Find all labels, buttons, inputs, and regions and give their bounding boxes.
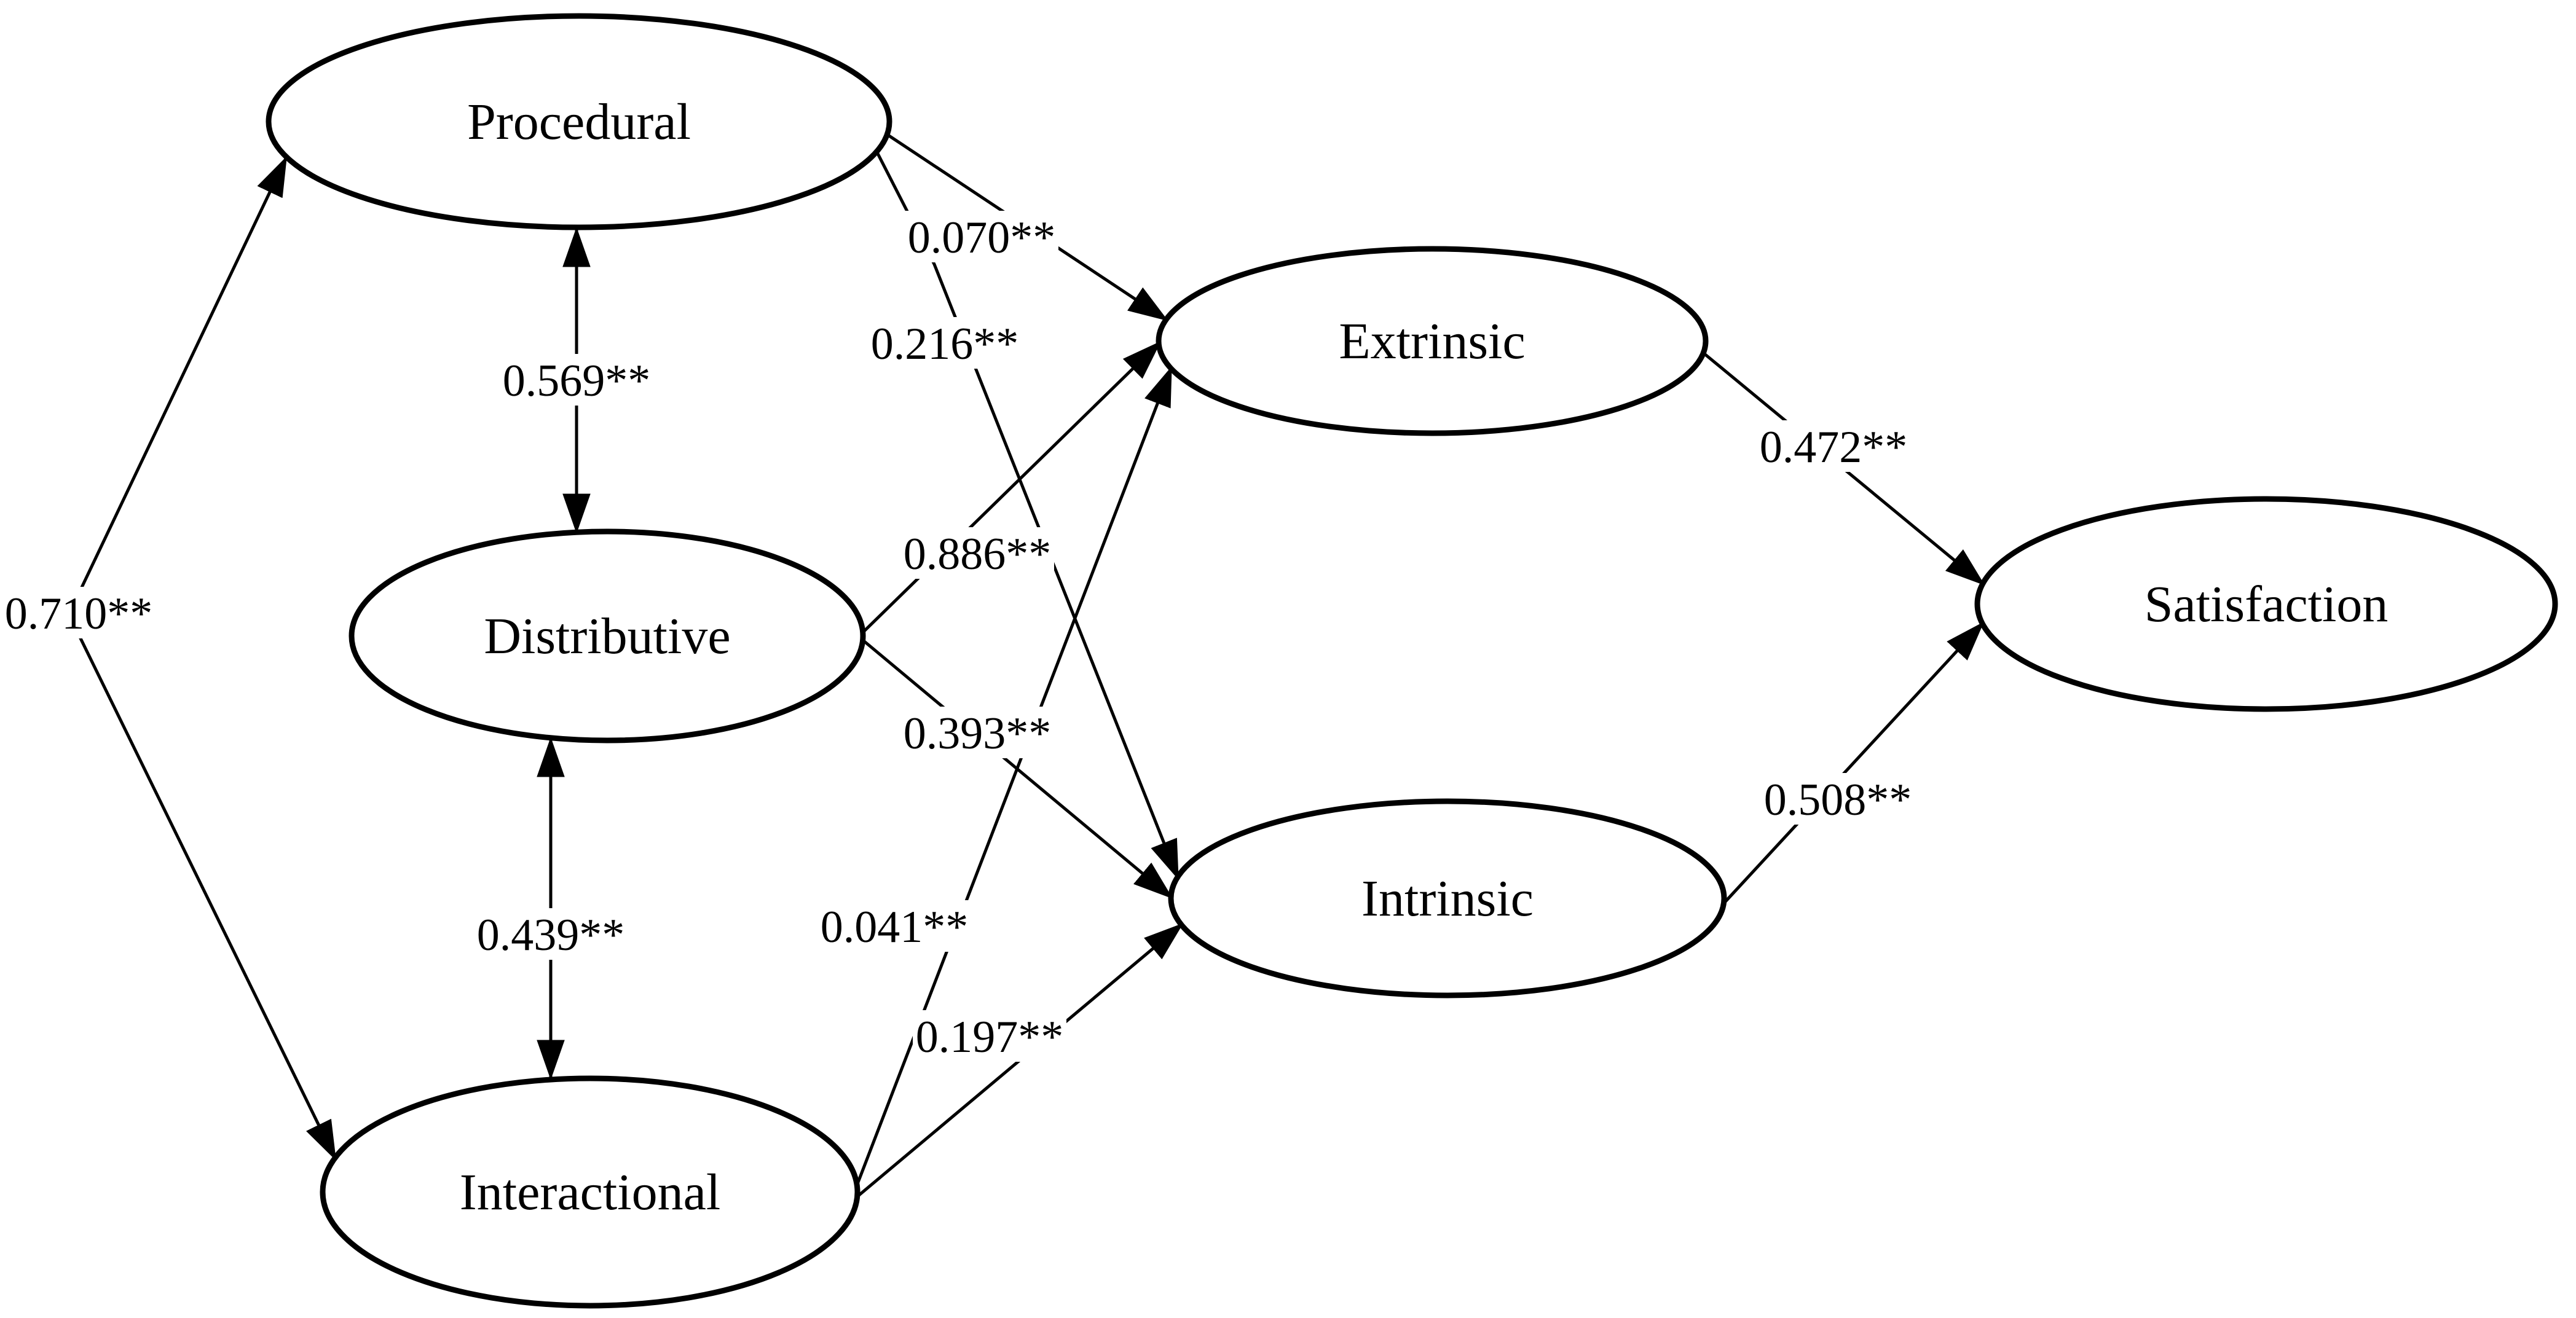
edge-label-text: 0.216** xyxy=(871,319,1019,369)
node-ellipse-distributive xyxy=(349,528,866,743)
edge-procedural-interactional-correlation-line xyxy=(67,155,337,1161)
edge-label-bg xyxy=(1761,773,1915,825)
edge-label-procedural-extrinsic: 0.070** xyxy=(905,211,1058,263)
edge-label-text: 0.041** xyxy=(821,902,969,952)
edge-interactional-extrinsic-line xyxy=(854,366,1173,1188)
edge-label-procedural-interactional-correlation: 0.710** xyxy=(2,587,156,639)
node-intrinsic: Intrinsic xyxy=(1168,798,1727,998)
edge-label-procedural-intrinsic: 0.216** xyxy=(868,317,1022,369)
edge-label-bg xyxy=(913,1010,1066,1062)
edge-label-text: 0.393** xyxy=(904,708,1052,759)
edge-label-distributive-intrinsic: 0.393** xyxy=(900,707,1054,759)
node-procedural: Procedural xyxy=(266,13,892,230)
nodes: Procedural Distributive Interactional Ex… xyxy=(266,13,2558,1309)
edge-label-bg xyxy=(500,354,653,406)
edge-label-text: 0.569** xyxy=(503,356,651,406)
edge-label-text: 0.886** xyxy=(904,529,1052,579)
edge-label-text: 0.508** xyxy=(1764,775,1912,825)
node-extrinsic: Extrinsic xyxy=(1156,246,1709,436)
edge-label-text: 0.472** xyxy=(1760,422,1908,473)
node-ellipse-extrinsic xyxy=(1156,246,1709,436)
node-distributive: Distributive xyxy=(349,528,866,743)
edge-label-text: 0.197** xyxy=(916,1012,1064,1062)
node-label-procedural: Procedural xyxy=(467,93,691,151)
node-ellipse-satisfaction xyxy=(1974,496,2558,712)
node-ellipse-intrinsic xyxy=(1168,798,1727,998)
node-label-satisfaction: Satisfaction xyxy=(2145,576,2389,633)
edge-label-bg xyxy=(2,587,156,638)
edge-procedural-intrinsic-line xyxy=(875,150,1180,881)
edge-label-bg xyxy=(474,908,628,960)
edge-distributive-extrinsic-line xyxy=(861,340,1162,634)
edge-label-bg xyxy=(900,707,1054,758)
edge-label-text: 0.439** xyxy=(477,910,625,960)
edge-label-interactional-extrinsic: 0.041** xyxy=(817,900,971,952)
edge-label-intrinsic-satisfaction: 0.508** xyxy=(1761,773,1915,825)
edge-labels: 0.070** 0.216** 0.886** 0.393** 0.041** … xyxy=(2,211,1915,1062)
node-label-distributive: Distributive xyxy=(484,608,730,665)
edge-label-text: 0.710** xyxy=(5,589,153,639)
edge-label-bg xyxy=(817,900,971,952)
node-label-interactional: Interactional xyxy=(460,1164,720,1221)
edge-label-procedural-distributive-correlation: 0.569** xyxy=(500,354,653,406)
node-ellipse-interactional xyxy=(320,1075,861,1309)
node-interactional: Interactional xyxy=(320,1075,861,1309)
edge-label-interactional-intrinsic: 0.197** xyxy=(913,1010,1066,1062)
node-label-extrinsic: Extrinsic xyxy=(1339,313,1525,370)
edge-label-bg xyxy=(900,527,1054,579)
edge-intrinsic-satisfaction-line xyxy=(1720,621,1985,908)
node-satisfaction: Satisfaction xyxy=(1974,496,2558,712)
edge-label-bg xyxy=(905,211,1058,262)
edge-label-bg xyxy=(1757,420,1910,472)
node-label-intrinsic: Intrinsic xyxy=(1361,870,1534,927)
edge-label-text: 0.070** xyxy=(908,213,1056,263)
edge-label-bg xyxy=(868,317,1022,369)
edge-label-distributive-interactional-correlation: 0.439** xyxy=(474,908,628,960)
edge-label-distributive-extrinsic: 0.886** xyxy=(900,527,1054,579)
edge-label-extrinsic-satisfaction: 0.472** xyxy=(1757,420,1910,473)
node-ellipse-procedural xyxy=(266,13,892,230)
